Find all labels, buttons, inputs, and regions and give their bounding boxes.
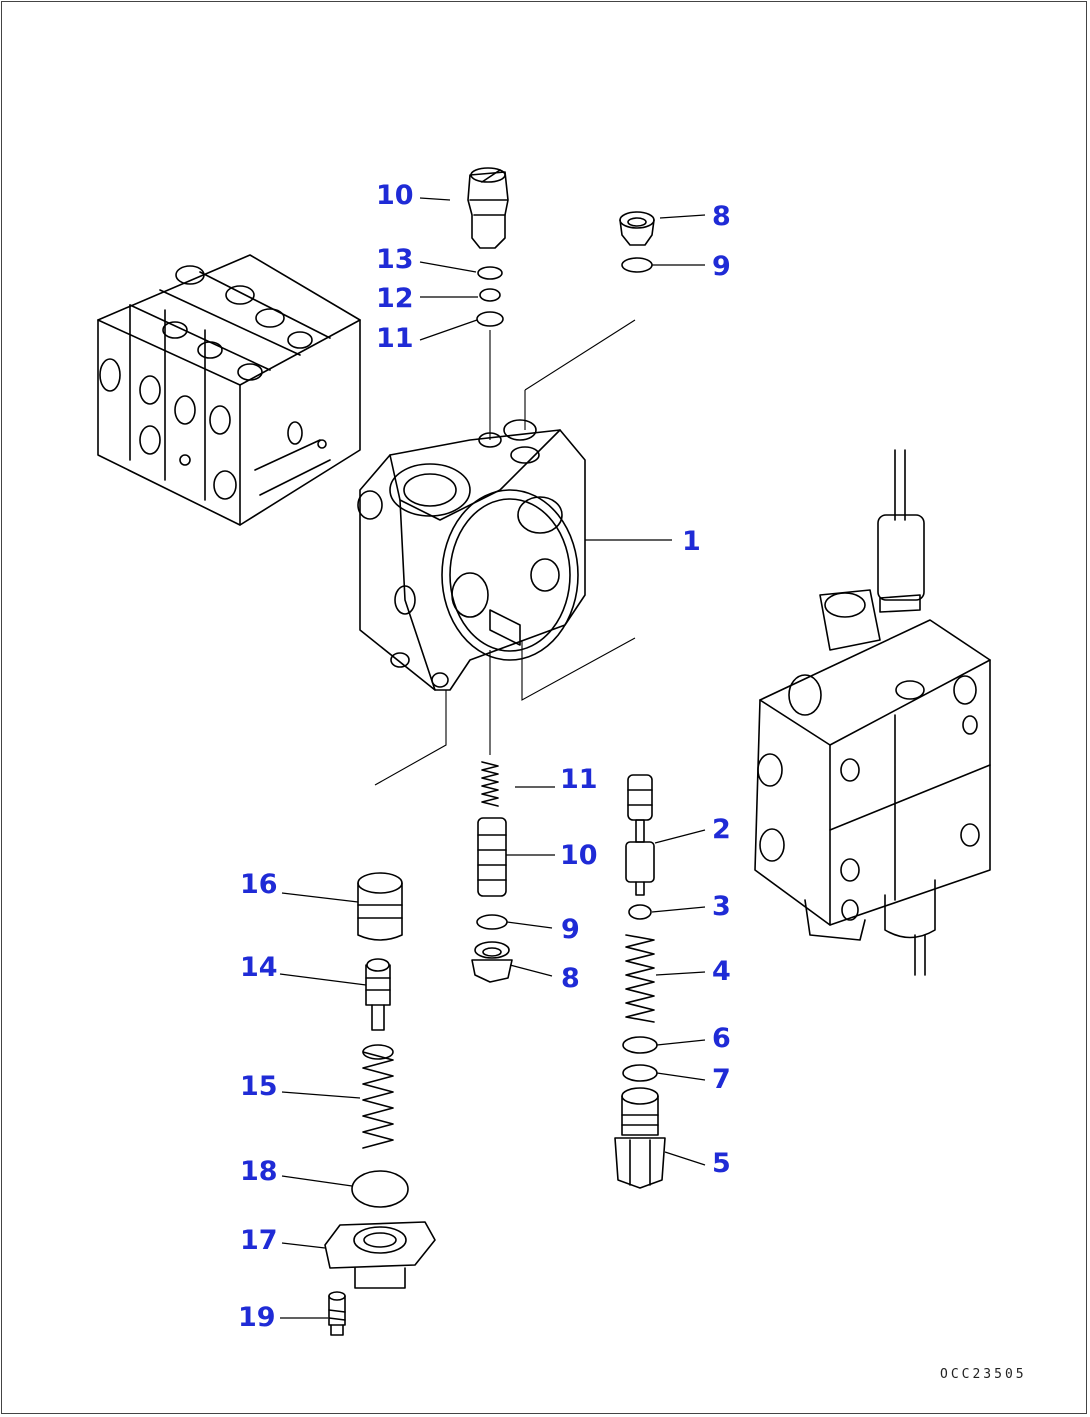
part-2-spool [625,774,655,896]
callout-10: 10 [560,840,598,871]
callout-9-mid: 9 [561,914,580,945]
callout-3: 3 [712,891,731,922]
callout-11: 11 [560,764,598,795]
drawing-code: OCC23505 [940,1367,1027,1382]
callout-19: 17 [240,1225,278,1256]
callout-labels: 10 13 12 11 8 9 1 11 10 9 8 2 3 4 6 7 5 … [238,180,731,1333]
callout-9-top: 9 [712,251,731,282]
part-11-spring [481,761,499,807]
part-8-plug-top [619,211,655,246]
part-9-o-ring-top [621,257,653,273]
leader-lines [279,197,706,1319]
part-18-cap [357,872,403,941]
part-9-o-ring-mid [476,914,508,930]
callout-1: 1 [682,526,701,557]
callout-18: 16 [240,869,278,900]
part-21-bolt [328,1291,346,1336]
part-20-gasket [351,1170,409,1208]
guide-lines [374,319,636,786]
callout-20: 18 [240,1156,278,1187]
part-8-plug-mid [471,941,513,983]
callout-15: 13 [376,244,414,275]
callout-6: 6 [712,1023,731,1054]
part-14-o-ring [479,288,501,302]
callout-5: 5 [712,1148,731,1179]
solenoid-valve-assembly [754,449,991,976]
callout-8-mid: 8 [561,963,580,994]
part-17-spring [362,1044,394,1149]
callout-16: 14 [240,952,278,983]
callout-8-top: 8 [712,201,731,232]
valve-stack-assembly [97,254,361,526]
callout-21: 19 [238,1302,276,1333]
part-5-plug [614,1087,666,1189]
part-16-piston [365,958,391,1031]
callout-14: 12 [376,283,414,314]
callout-7: 7 [712,1064,731,1095]
part-19-cover [324,1221,436,1289]
callout-2: 2 [712,814,731,845]
part-7-backup-ring [622,1064,658,1082]
part-3-retainer [628,904,652,920]
callout-4: 4 [712,956,731,987]
part-10-sleeve [477,817,507,897]
part-13-o-ring [476,311,504,327]
callout-17: 15 [240,1071,278,1102]
callout-13: 11 [376,323,414,354]
part-12-relief-valve [467,167,509,249]
callout-12: 10 [376,180,414,211]
valve-body-part-1 [357,419,586,691]
part-15-o-ring [477,266,503,280]
part-6-o-ring [622,1036,658,1054]
part-4-spring [625,934,655,1023]
